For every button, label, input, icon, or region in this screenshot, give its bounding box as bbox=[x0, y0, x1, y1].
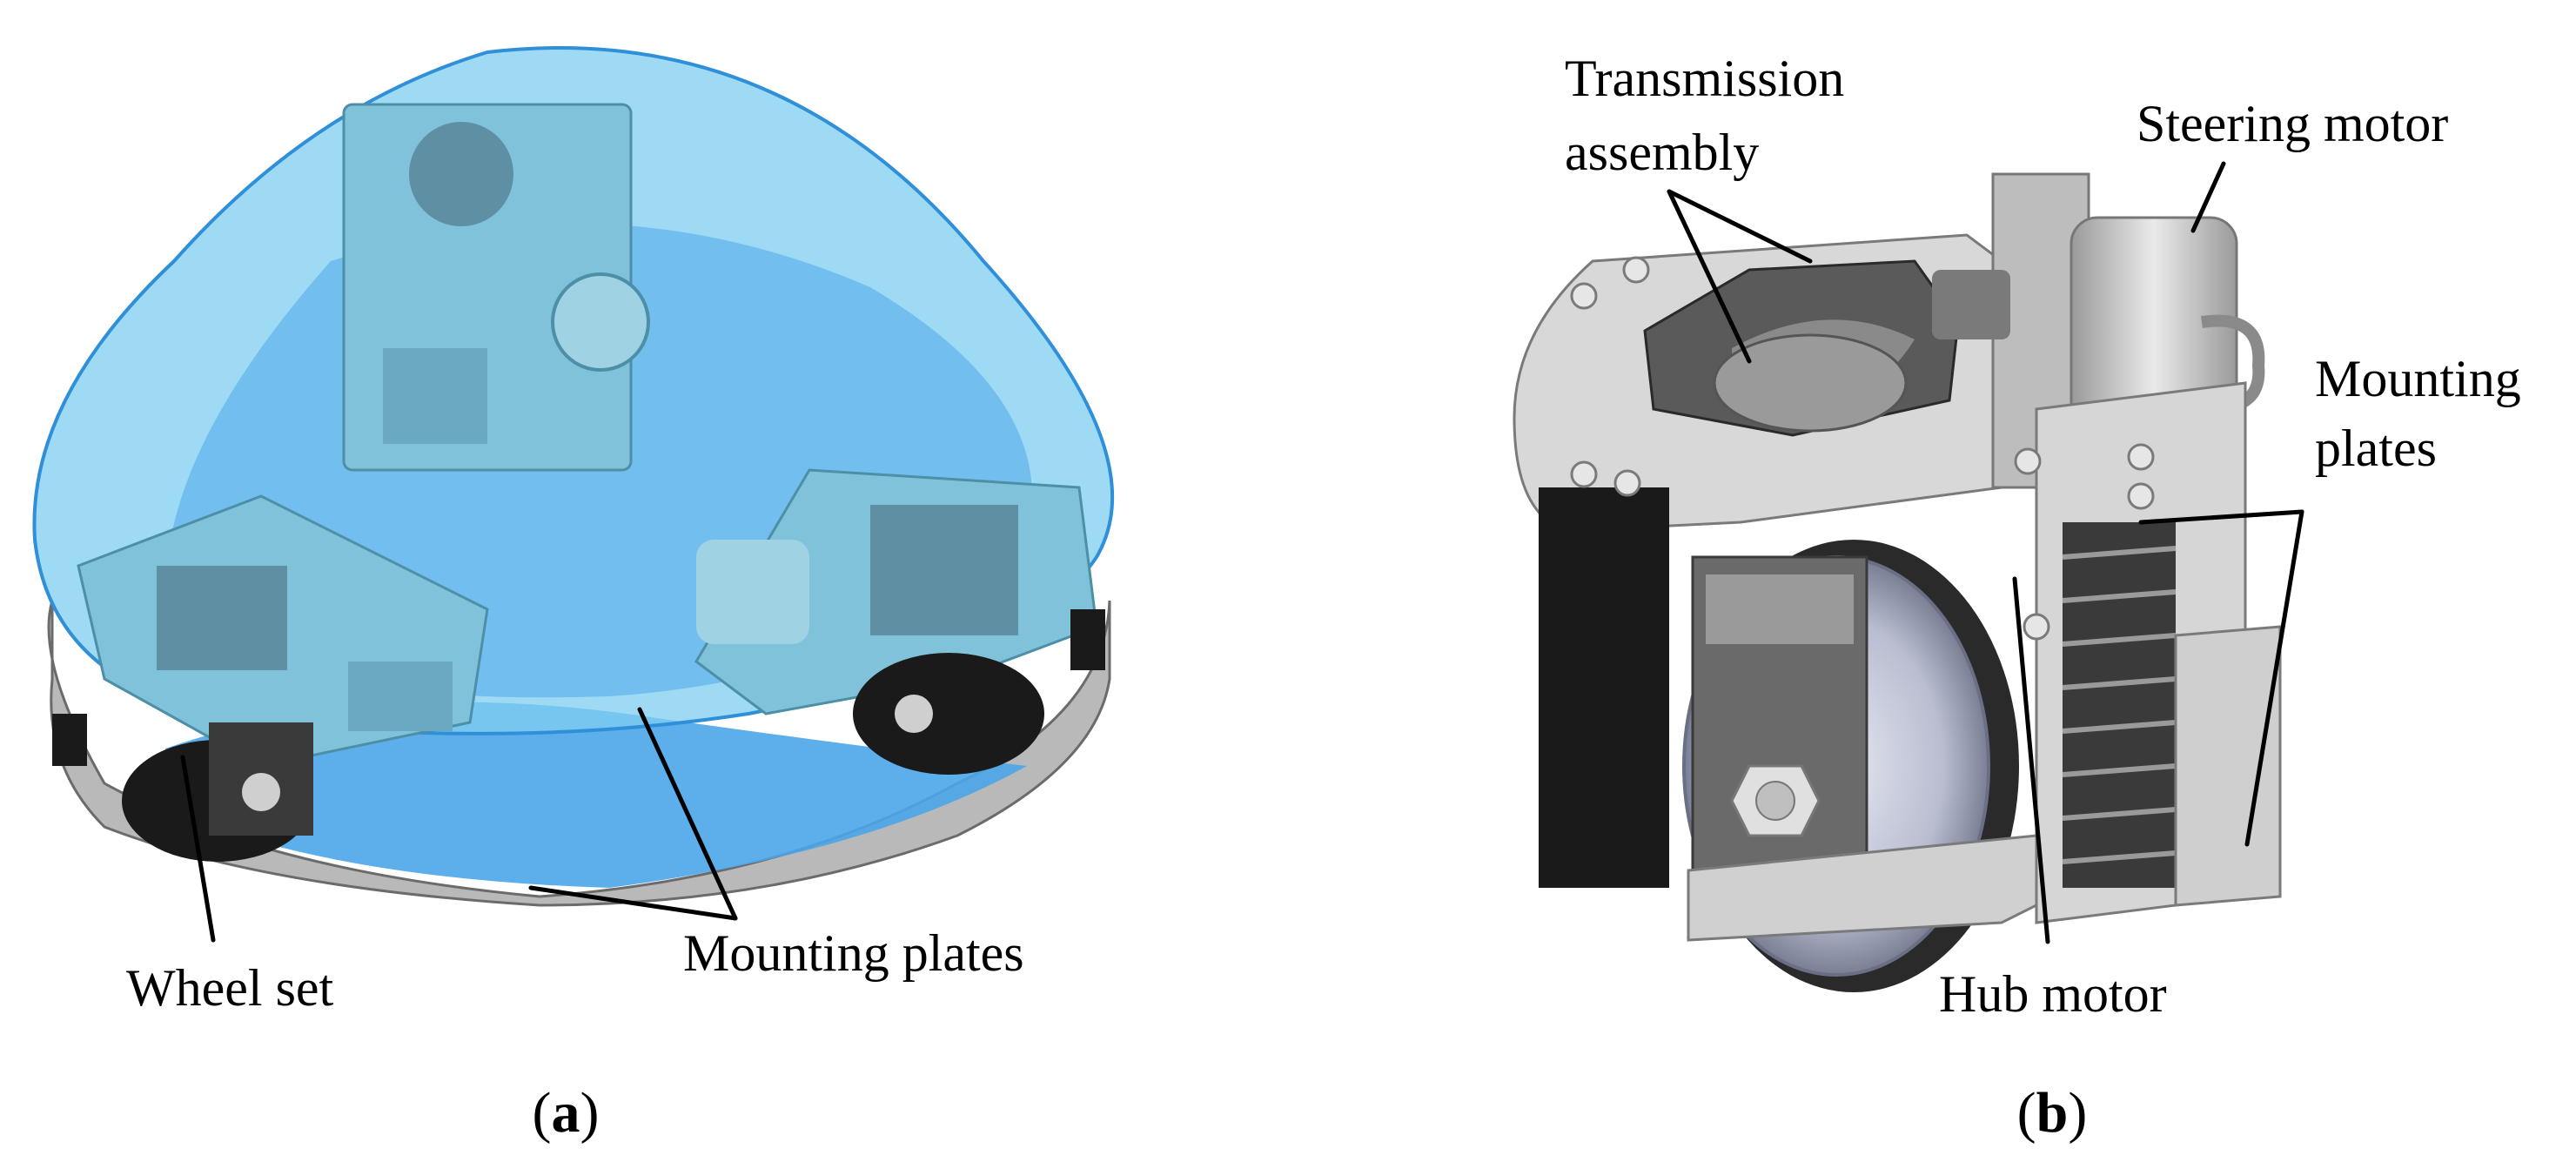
leader-transmission-1 bbox=[1667, 189, 1813, 264]
wheel-set-right bbox=[853, 653, 1044, 775]
wheel-tread bbox=[1539, 487, 1669, 888]
label-steering-motor: Steering motor bbox=[2137, 95, 2448, 152]
label-transmission-line2: assembly bbox=[1565, 124, 1759, 181]
caption-b: (b) bbox=[2017, 1081, 2088, 1145]
leader-mounting-plates-b1 bbox=[2138, 509, 2304, 525]
leader-hub-motor bbox=[2012, 576, 2050, 944]
label-mounting-plates-a: Mounting plates bbox=[683, 924, 1024, 982]
side-mounting-plate bbox=[2035, 381, 2282, 924]
leader-mounting-plates-b2 bbox=[2244, 509, 2304, 847]
caption-a: (a) bbox=[533, 1081, 600, 1145]
drive-module-top bbox=[342, 103, 650, 472]
label-mounting-line2: plates bbox=[2315, 420, 2437, 477]
panel-a-illustration bbox=[32, 46, 1115, 907]
label-hub-motor: Hub motor bbox=[1939, 965, 2167, 1023]
base-plate bbox=[165, 702, 1027, 888]
panel-b-illustration bbox=[1513, 172, 2282, 992]
wheel-set-left bbox=[122, 722, 313, 862]
drive-module-left bbox=[77, 494, 489, 768]
bolts bbox=[1570, 256, 2155, 641]
leader-mounting-plates-a1 bbox=[637, 707, 738, 921]
drive-module-right bbox=[694, 468, 1098, 715]
label-mounting-line1: Mounting bbox=[2315, 350, 2521, 407]
leader-wheel-set bbox=[180, 755, 216, 943]
leader-steering-motor bbox=[2190, 161, 2226, 233]
leader-transmission-2 bbox=[1667, 189, 1752, 364]
label-wheel-set: Wheel set bbox=[126, 959, 334, 1017]
leader-mounting-plates-a2 bbox=[528, 885, 738, 921]
bottom-mounting-plate bbox=[1687, 834, 2038, 942]
label-transmission-line1: Transmission bbox=[1565, 50, 1844, 107]
